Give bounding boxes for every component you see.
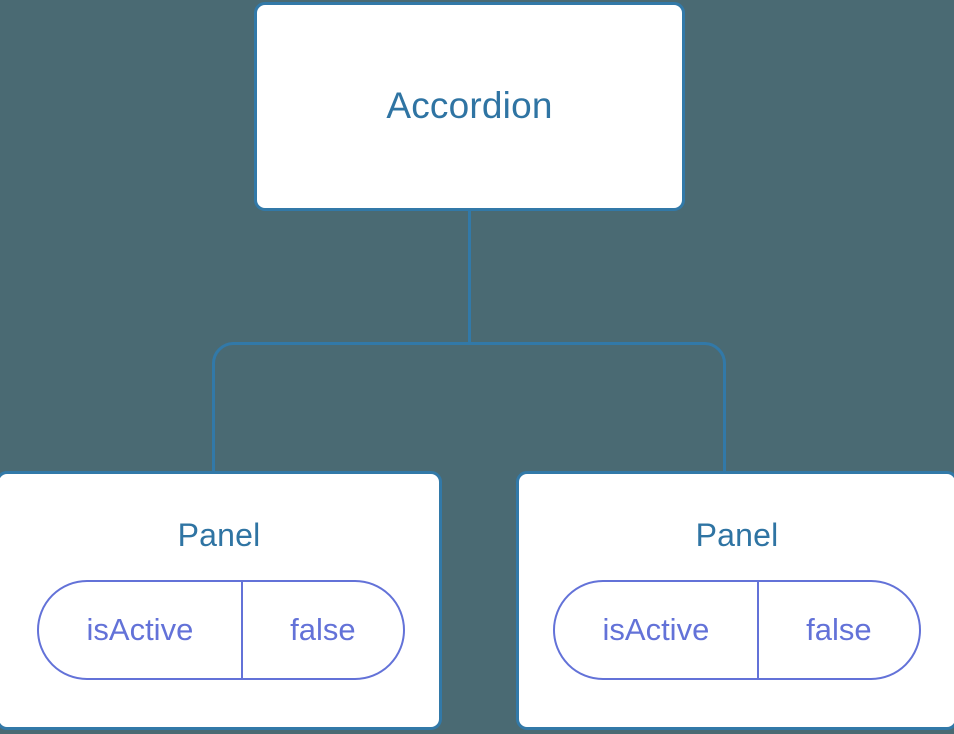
prop-pill-isactive-left[interactable]: isActive false xyxy=(37,580,405,681)
prop-value-left: false xyxy=(290,612,356,648)
prop-key-right: isActive xyxy=(555,582,759,679)
node-title-panel-left: Panel xyxy=(177,517,261,553)
prop-pill-isactive-right[interactable]: isActive false xyxy=(553,580,921,681)
connector-branch-left xyxy=(212,342,470,474)
node-title-accordion: Accordion xyxy=(386,85,553,127)
tree-node-accordion[interactable]: Accordion xyxy=(254,2,685,211)
prop-key-left: isActive xyxy=(39,582,243,679)
node-title-panel-right: Panel xyxy=(695,517,779,553)
prop-value-right: false xyxy=(806,612,872,648)
tree-node-panel-right[interactable]: Panel isActive false xyxy=(516,471,954,730)
connector-branch-right xyxy=(469,342,726,474)
tree-node-panel-left[interactable]: Panel isActive false xyxy=(0,471,442,730)
